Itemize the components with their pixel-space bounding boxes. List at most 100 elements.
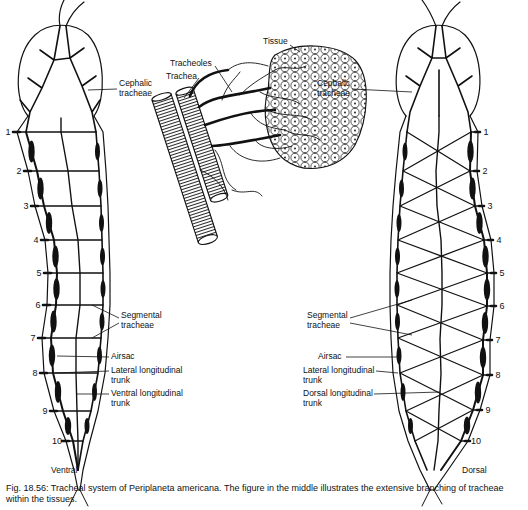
segment-number: 9 [42, 406, 47, 416]
segment-number: 3 [23, 201, 28, 211]
head-outline [18, 25, 102, 116]
airsac [395, 313, 400, 331]
spiracle [465, 132, 496, 441]
segment-number: 4 [33, 235, 38, 245]
segment-number: 8 [495, 370, 500, 380]
segment-number: 5 [36, 268, 41, 278]
segment-number: 10 [471, 436, 481, 446]
leader-line [376, 371, 398, 373]
leader-line [92, 305, 119, 338]
airsac [50, 311, 56, 333]
head-outline [396, 25, 480, 116]
leader-line [346, 357, 397, 358]
airsac [408, 418, 413, 434]
airsac [65, 417, 71, 435]
segmental-tracheae [17, 132, 103, 441]
segment-number: 3 [487, 201, 492, 211]
leader-line [88, 89, 117, 90]
segment-number: 9 [485, 405, 490, 415]
segment-number: 8 [32, 368, 37, 378]
part-label: Airsac [111, 352, 135, 362]
airsac [100, 313, 105, 331]
airsac [85, 418, 90, 434]
airsac [98, 180, 103, 198]
airsac [100, 248, 105, 266]
antenna [59, 0, 84, 26]
leader-line [55, 371, 109, 373]
part-label: Segmental tracheae [307, 311, 357, 331]
part-label: Lateral longitudinal trunk [303, 366, 383, 386]
lateral-longitudinal-trunk [78, 132, 103, 470]
segment-number: 2 [482, 166, 487, 176]
segmental-tracheae [397, 132, 487, 441]
segment-number: 4 [496, 235, 501, 245]
airsac [476, 212, 482, 234]
airsac [395, 280, 400, 298]
airsac [55, 381, 61, 403]
dorsal-longitudinal-trunk [434, 116, 442, 470]
part-label: Cephalic tracheae [317, 79, 362, 99]
part-label: Dorsal longitudinal trunk [303, 389, 383, 409]
airsac [101, 280, 106, 298]
trachea-opening [197, 233, 218, 247]
part-label: Cephalic tracheae [119, 79, 164, 99]
airsac [482, 312, 488, 334]
airsac [482, 246, 488, 268]
part-label: Dorsal [462, 466, 487, 476]
segment-number: 1 [483, 127, 488, 137]
leader-line [352, 89, 412, 92]
leader-line [350, 300, 412, 335]
spiracle [13, 132, 69, 441]
part-label: Ventral [51, 466, 77, 476]
part-label: Lateral longitudinal trunk [111, 366, 191, 386]
segment-number: 2 [16, 166, 21, 176]
airsac [99, 214, 104, 232]
airsac [399, 180, 404, 198]
cephalic-tracheae [20, 26, 100, 132]
part-label: Tissue [263, 37, 288, 47]
airsac [92, 383, 97, 401]
airsac [97, 347, 102, 365]
segment-number: 7 [495, 335, 500, 345]
airsac [49, 345, 55, 367]
airsac [28, 141, 34, 163]
airsac [475, 382, 481, 404]
airsac [395, 248, 400, 266]
airsac [95, 143, 100, 161]
leader-line [77, 394, 109, 395]
part-label: Trachea [166, 72, 197, 82]
segment-number: 6 [499, 301, 504, 311]
airsac [464, 417, 470, 435]
airsac [37, 178, 43, 200]
airsac [46, 212, 52, 234]
lateral-longitudinal-trunk [26, 132, 78, 470]
part-label: Tracheoles [170, 59, 212, 69]
airsac [401, 383, 406, 401]
airsac [469, 178, 475, 200]
trachea-opening [151, 91, 172, 103]
segment-number: 7 [30, 333, 35, 343]
segmental-tracheae [461, 132, 494, 441]
tissue-cells [265, 46, 366, 168]
segment-number: 10 [52, 436, 62, 446]
airsac [403, 143, 408, 161]
segment-number: 6 [35, 300, 40, 310]
part-label: Airsac [318, 352, 342, 362]
leader-line [57, 356, 109, 357]
leader-line [374, 392, 440, 394]
part-label: Ventral longitudinal trunk [111, 389, 191, 409]
airsac [52, 246, 58, 268]
leader-line [290, 45, 300, 52]
antenna [422, 0, 460, 26]
figure-caption: Fig. 18.56: Tracheal system of Periplane… [6, 483, 522, 506]
airsac [397, 214, 402, 232]
airsac [53, 278, 59, 300]
tracheole [200, 63, 320, 200]
airsac [397, 347, 402, 365]
segment-number: 1 [5, 127, 10, 137]
airsac [480, 347, 486, 369]
leader-line [215, 66, 232, 92]
